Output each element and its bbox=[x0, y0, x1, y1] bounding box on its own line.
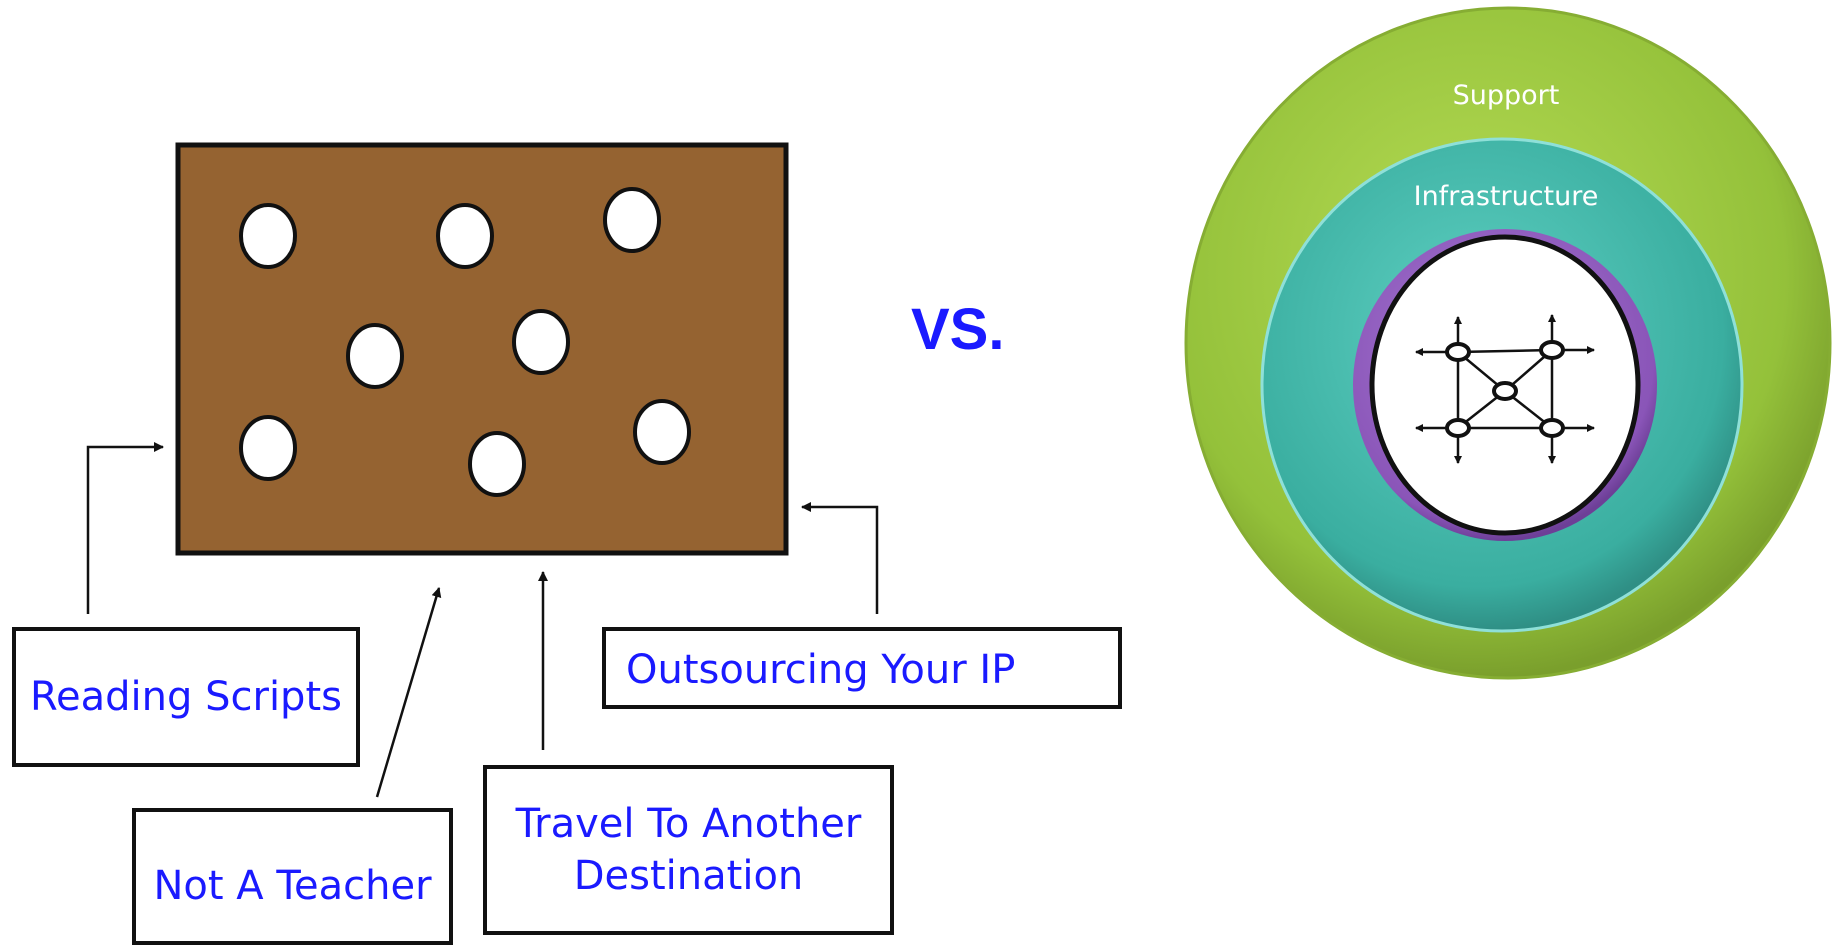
hole bbox=[239, 203, 297, 269]
node bbox=[1492, 381, 1518, 401]
infrastructure-label: Infrastructure bbox=[1414, 181, 1599, 212]
board-holes bbox=[239, 187, 691, 497]
support-label: Support bbox=[1453, 80, 1560, 111]
not-a-teacher-label: Not A Teacher bbox=[153, 862, 432, 909]
reading-scripts-box: Reading Scripts bbox=[12, 627, 360, 767]
hole bbox=[512, 309, 570, 375]
arrow-not-a-teacher bbox=[375, 587, 442, 798]
hole bbox=[436, 203, 494, 269]
node bbox=[1445, 342, 1471, 362]
hole bbox=[239, 415, 297, 481]
reading-scripts-label: Reading Scripts bbox=[30, 674, 342, 720]
travel-label-line2: Destination bbox=[573, 853, 804, 899]
outsourcing-ip-label: Outsourcing Your IP bbox=[626, 647, 1016, 693]
travel-box: Travel To Another Destination bbox=[483, 765, 894, 935]
network-nodes bbox=[1445, 340, 1565, 438]
hole bbox=[633, 399, 691, 465]
hole bbox=[346, 323, 404, 389]
not-a-teacher-box: Not A Teacher bbox=[132, 808, 453, 945]
node bbox=[1445, 418, 1471, 438]
arrow-reading-scripts bbox=[86, 442, 164, 614]
travel-label-line1: Travel To Another bbox=[515, 801, 862, 847]
arrow-outsourcing bbox=[801, 502, 879, 614]
node bbox=[1539, 340, 1565, 360]
versus-label: VS. bbox=[911, 297, 1005, 362]
outsourcing-ip-box: Outsourcing Your IP bbox=[602, 627, 1122, 709]
connector-arrows bbox=[86, 442, 879, 798]
hole bbox=[468, 431, 526, 497]
hole bbox=[603, 187, 661, 253]
node bbox=[1539, 418, 1565, 438]
